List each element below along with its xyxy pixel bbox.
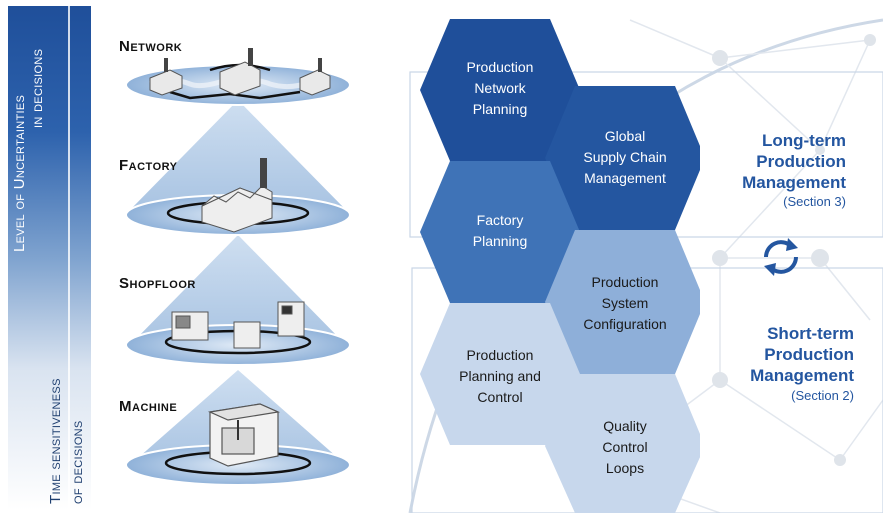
hex-production-system-configuration [545, 230, 700, 374]
hex-label-2a: Global [604, 128, 646, 144]
hex-label-2b: Supply Chain [583, 149, 667, 165]
level-label-shopfloor: Shopfloor [119, 275, 196, 292]
uncertainty-label-line2: in decisions [29, 48, 46, 128]
hex-label-6a: Quality [603, 418, 647, 434]
uncertainty-time-sidebar: Level of Uncertainties in decisions Time… [8, 6, 91, 510]
hex-label-4c: Configuration [583, 316, 667, 332]
long-term-section: (Section 3) [783, 194, 846, 209]
hex-label-5b: Planning and [459, 368, 541, 384]
hex-label-6b: Control [602, 439, 648, 455]
hex-label-1c: Planning [472, 101, 528, 117]
hex-quality-control-loops [545, 374, 700, 513]
cycle-arrows-icon [764, 238, 798, 276]
long-term-line3: Management [742, 173, 846, 192]
hex-label-4a: Production [591, 274, 659, 290]
hex-global-supply-chain [545, 86, 700, 230]
uncertainty-label-line1: Level of Uncertainties [11, 94, 28, 252]
machine-icon [207, 403, 281, 467]
time-label-line1: Time sensitiveness [47, 378, 64, 504]
time-label-line2: of decisions [69, 420, 86, 504]
short-term-line2: Production [764, 345, 854, 364]
hex-label-4b: System [601, 295, 649, 311]
hex-label-5c: Control [477, 389, 523, 405]
hex-label-3a: Factory [476, 212, 524, 228]
level-label-network: Network [119, 38, 183, 55]
hex-production-planning-control [420, 303, 580, 445]
hex-label-3b: Planning [472, 233, 528, 249]
sidebar-divider [68, 6, 70, 510]
short-term-line1: Short-term [767, 324, 854, 343]
long-term-line2: Production [756, 152, 846, 171]
hex-label-1b: Network [474, 80, 526, 96]
hex-factory-planning [420, 161, 580, 303]
factory-icon-network [149, 48, 331, 96]
hex-label-2c: Management [584, 170, 666, 186]
cone-network-factory [130, 100, 346, 210]
hexagon-cluster [420, 19, 700, 513]
factory-icon [201, 158, 273, 233]
levels-cone-graphic [125, 48, 351, 486]
hex-label-6c: Loops [605, 460, 645, 476]
long-term-line1: Long-term [761, 131, 846, 150]
hex-production-network-planning [420, 19, 580, 161]
hex-label-1a: Production [466, 59, 534, 75]
short-term-section: (Section 2) [791, 388, 854, 403]
shopfloor-machines-icon [171, 301, 305, 349]
hex-label-5a: Production [466, 347, 534, 363]
level-label-factory: Factory [119, 157, 178, 174]
short-term-line3: Management [750, 366, 854, 385]
level-label-machine: Machine [119, 398, 178, 415]
